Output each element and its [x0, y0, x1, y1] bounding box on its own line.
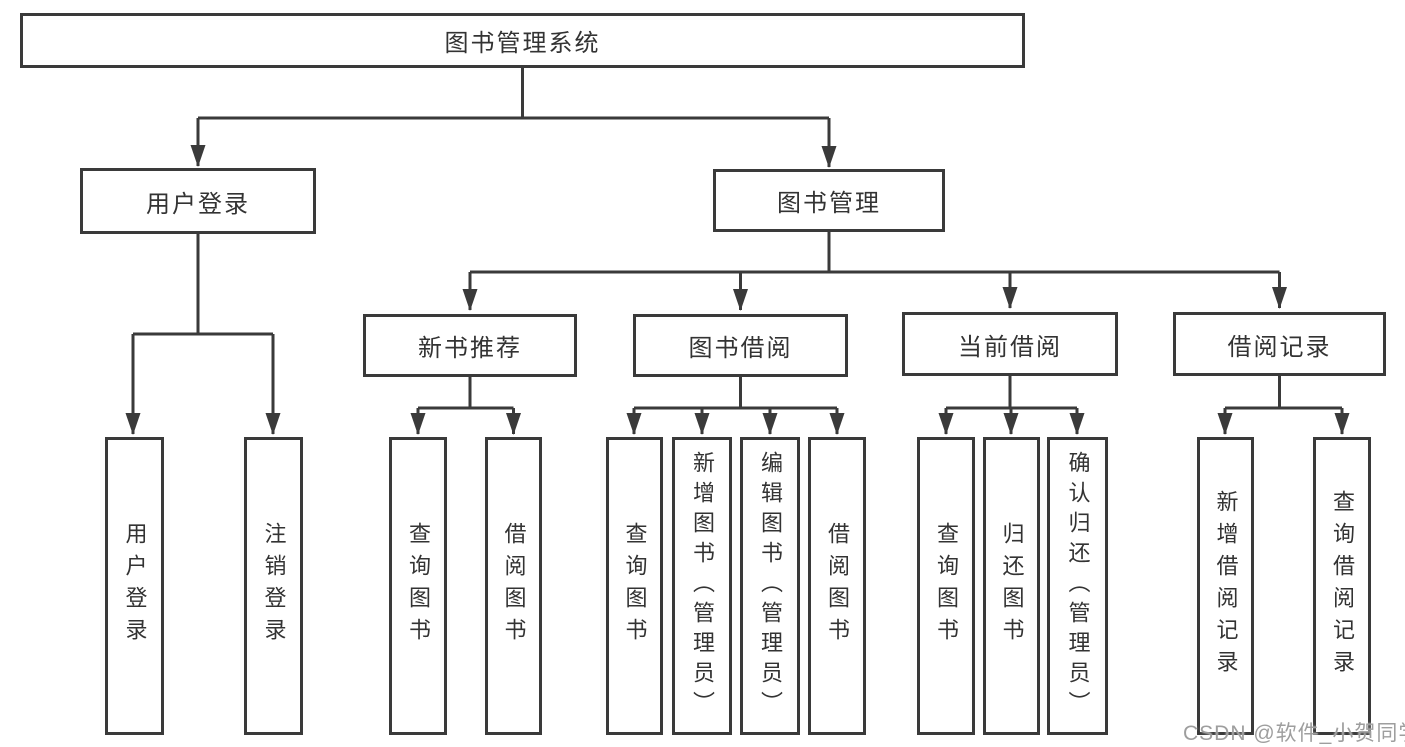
leaf-recommend-borrow-books-label: 借阅图书 [501, 522, 527, 650]
node-borrow-record-label: 借阅记录 [1227, 333, 1332, 361]
leaf-current-query-books-label: 查询图书 [934, 522, 959, 650]
node-book-borrow: 图书借阅 [633, 314, 848, 377]
node-borrow-record: 借阅记录 [1173, 312, 1386, 376]
node-new-book-recommend-label: 新书推荐 [418, 335, 522, 362]
leaf-recommend-query-books: 查询图书 [389, 437, 447, 735]
leaf-confirm-return-admin-label: 确认归还（管理员） [1065, 451, 1091, 721]
leaf-recommend-query-books-label: 查询图书 [406, 522, 431, 650]
leaf-add-borrow-record-label: 新增借阅记录 [1213, 490, 1239, 682]
node-root-label: 图书管理系统 [444, 30, 601, 57]
leaf-edit-books-admin: 编辑图书（管理员） [740, 437, 800, 735]
leaf-return-books-label: 归还图书 [999, 522, 1025, 650]
node-user-login-label: 用户登录 [146, 190, 250, 218]
leaf-edit-books-admin-label: 编辑图书（管理员） [758, 451, 783, 721]
node-root: 图书管理系统 [20, 13, 1025, 68]
leaf-user-login-label: 用户登录 [122, 522, 148, 650]
node-current-borrow-label: 当前借阅 [958, 333, 1062, 361]
leaf-query-borrow-record-label: 查询借阅记录 [1330, 490, 1355, 682]
leaf-add-books-admin-label: 新增图书（管理员） [690, 451, 715, 721]
leaf-query-borrow-record: 查询借阅记录 [1313, 437, 1371, 735]
leaf-add-borrow-record: 新增借阅记录 [1197, 437, 1254, 735]
leaf-current-query-books: 查询图书 [917, 437, 975, 735]
leaf-borrow-query-books-label: 查询图书 [622, 522, 648, 650]
leaf-recommend-borrow-books: 借阅图书 [485, 437, 542, 735]
node-book-borrow-label: 图书借阅 [688, 335, 793, 362]
leaf-confirm-return-admin: 确认归还（管理员） [1047, 437, 1108, 735]
leaf-borrow-books: 借阅图书 [808, 437, 866, 735]
node-book-management: 图书管理 [713, 169, 945, 232]
leaf-add-books-admin: 新增图书（管理员） [672, 437, 732, 735]
leaf-logout-label: 注销登录 [261, 522, 287, 650]
leaf-return-books: 归还图书 [983, 437, 1040, 735]
node-book-management-label: 图书管理 [777, 190, 881, 217]
leaf-borrow-query-books: 查询图书 [606, 437, 663, 735]
leaf-user-login: 用户登录 [105, 437, 164, 735]
node-current-borrow: 当前借阅 [902, 312, 1118, 376]
leaf-logout: 注销登录 [244, 437, 303, 735]
node-new-book-recommend: 新书推荐 [363, 314, 577, 377]
node-user-login: 用户登录 [80, 168, 316, 234]
leaf-borrow-books-label: 借阅图书 [825, 522, 850, 650]
csdn-watermark: CSDN @软件_小贺同学 [1183, 722, 1405, 745]
